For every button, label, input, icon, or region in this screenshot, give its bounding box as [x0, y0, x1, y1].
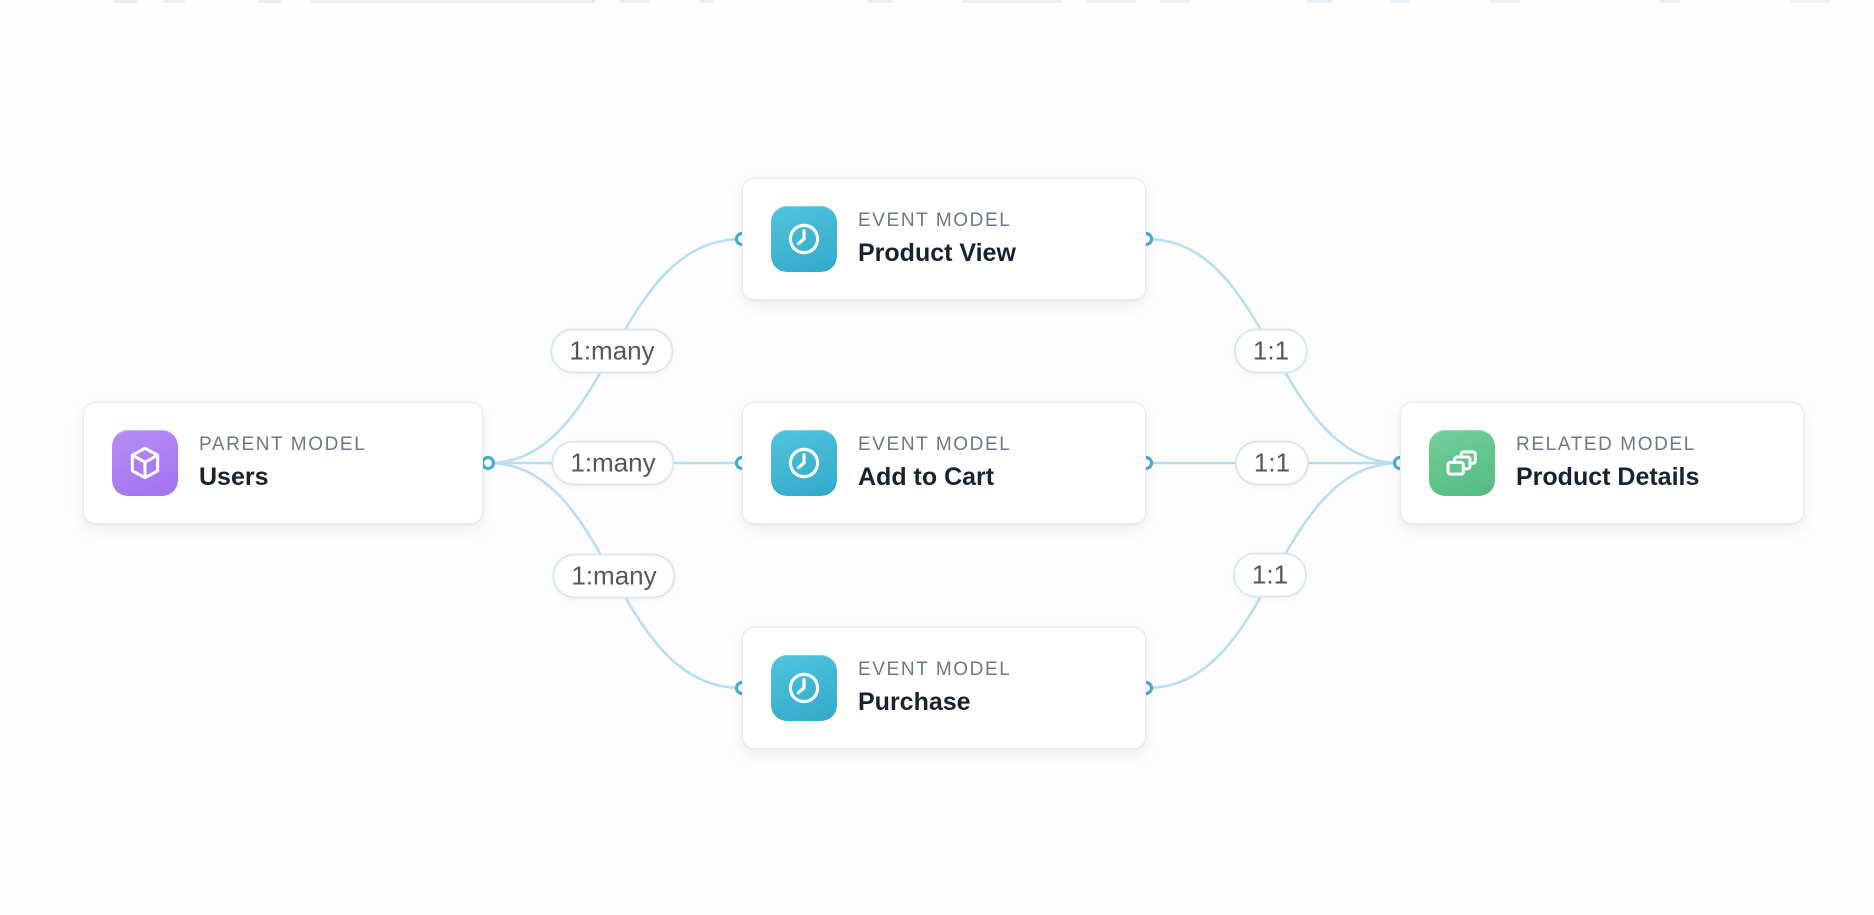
model-type-label: EVENT MODEL: [858, 434, 1012, 456]
relationship-badge: 1:many: [550, 328, 674, 374]
crop-fragment: [1307, 0, 1332, 3]
crop-fragment: [1790, 0, 1830, 3]
crop-fragment: [113, 0, 138, 3]
node-card-product-view[interactable]: EVENT MODEL Product View: [742, 178, 1146, 300]
node-text: EVENT MODEL Purchase: [858, 659, 1011, 717]
crop-fragment: [700, 0, 714, 3]
node-card-purchase[interactable]: EVENT MODEL Purchase: [742, 627, 1146, 749]
model-title: Product View: [858, 238, 1016, 267]
relationship-badge: 1:1: [1232, 552, 1308, 598]
crop-fragment: [1490, 0, 1520, 3]
clock-icon: [771, 430, 837, 496]
model-title: Product Details: [1516, 462, 1700, 491]
crop-fragment: [1160, 0, 1190, 3]
cube-icon: [112, 430, 178, 496]
crop-fragment: [1390, 0, 1410, 3]
model-title: Purchase: [858, 687, 971, 716]
relationship-badge: 1:1: [1234, 440, 1310, 486]
relationship-badge: 1:many: [551, 440, 675, 486]
layers-icon: [1429, 430, 1495, 496]
node-text: EVENT MODEL Product View: [858, 210, 1016, 268]
crop-fragment: [258, 0, 282, 3]
node-card-product-details[interactable]: RELATED MODEL Product Details: [1400, 402, 1804, 524]
node-card-users[interactable]: PARENT MODEL Users: [83, 402, 483, 524]
clock-icon: [771, 206, 837, 272]
crop-fragment: [620, 0, 650, 3]
handle-users-source[interactable]: [480, 455, 496, 471]
node-card-add-to-cart[interactable]: EVENT MODEL Add to Cart: [742, 402, 1146, 524]
model-type-label: PARENT MODEL: [199, 434, 367, 456]
model-type-label: EVENT MODEL: [858, 210, 1012, 232]
node-text: PARENT MODEL Users: [199, 434, 366, 492]
relationship-badge: 1:1: [1233, 328, 1309, 374]
relationship-badge: 1:many: [552, 553, 676, 599]
crop-fragment: [962, 0, 1062, 3]
node-text: RELATED MODEL Product Details: [1516, 434, 1699, 492]
model-title: Add to Cart: [858, 462, 995, 491]
crop-fragment: [1660, 0, 1680, 3]
model-type-label: RELATED MODEL: [1516, 434, 1696, 456]
model-type-label: EVENT MODEL: [858, 659, 1012, 681]
crop-fragment: [868, 0, 893, 3]
model-title: Users: [199, 462, 269, 491]
crop-fragment: [163, 0, 185, 3]
crop-fragment: [310, 0, 595, 3]
clock-icon: [771, 655, 837, 721]
node-text: EVENT MODEL Add to Cart: [858, 434, 1011, 492]
crop-fragment: [1086, 0, 1136, 3]
